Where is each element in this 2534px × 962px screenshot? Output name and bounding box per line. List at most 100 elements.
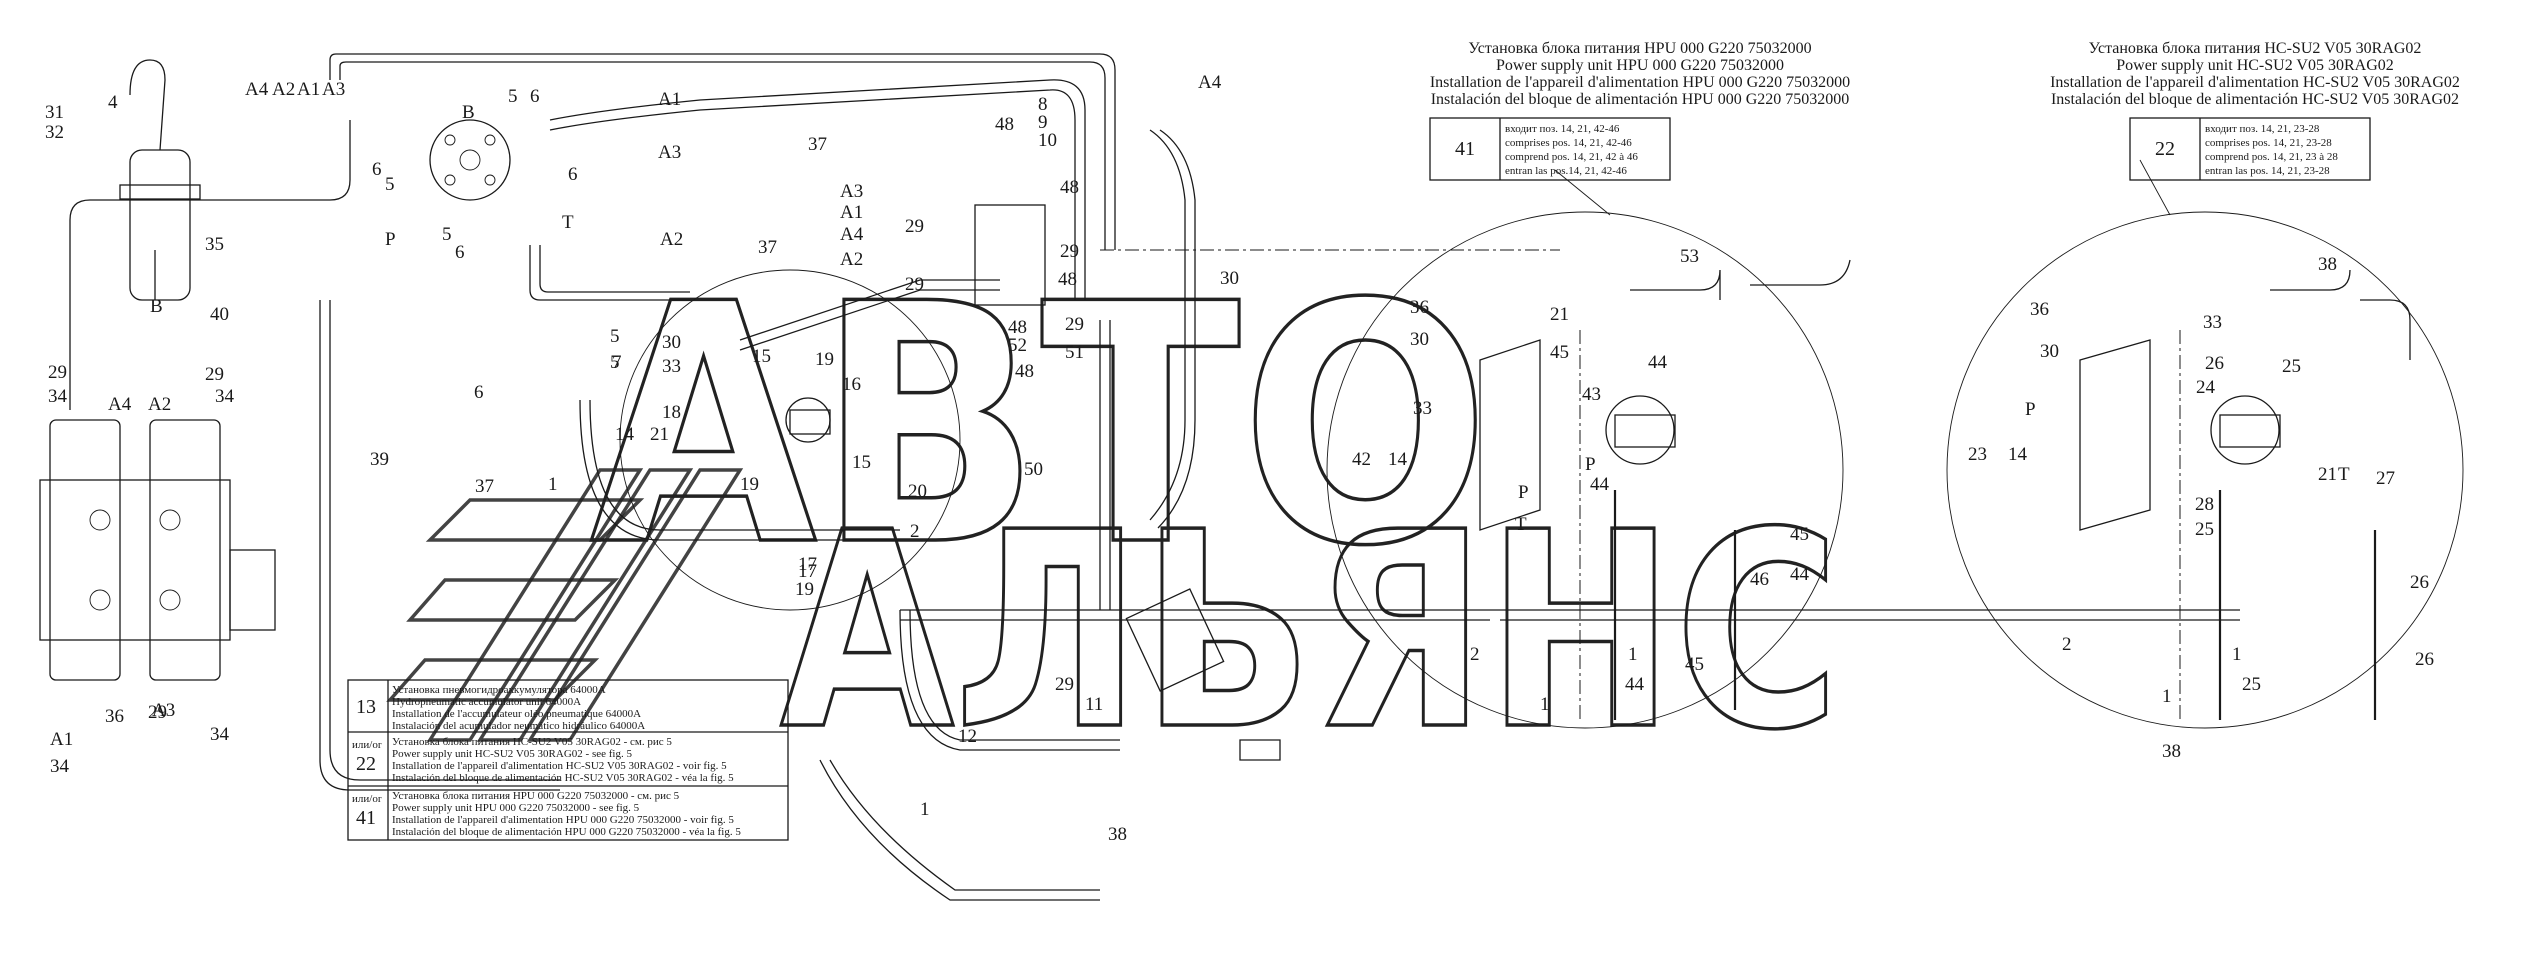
legend-41-line-1: Установка блока питания HPU 000 G220 750… xyxy=(392,790,680,802)
callout-label: 52 xyxy=(1008,335,1027,356)
callout-label: T xyxy=(562,212,574,233)
callout-label: 51 xyxy=(1065,342,1084,363)
callout-label: A2 xyxy=(148,394,171,415)
hcsu2-power-unit xyxy=(2079,339,2377,720)
box-22-line-3: comprend pos. 14, 21, 23 à 28 xyxy=(2205,151,2338,163)
callout-label: 33 xyxy=(2203,312,2222,333)
callout-label: 31 xyxy=(45,102,64,123)
box-41-line-2: comprises pos. 14, 21, 42-46 xyxy=(1505,137,1632,149)
callout-label: 18 xyxy=(662,402,681,423)
callout-label: 29 xyxy=(905,216,924,237)
watermark: АВТО АЛЬЯНС xyxy=(386,232,1842,791)
detail-views xyxy=(619,159,2464,729)
callout-label: 25 xyxy=(2242,674,2261,695)
callout-label: A2 xyxy=(272,79,295,100)
callout-label: P xyxy=(1585,454,1596,475)
legend-table: 13 Установка пневмогидроаккумулятора 640… xyxy=(347,679,789,841)
header-hpu-line-1: Установка блока питания HPU 000 G220 750… xyxy=(1468,40,1811,57)
callout-label: 1 xyxy=(2162,686,2172,707)
callout-label: A4 xyxy=(1198,72,1222,93)
legend-13-line-3: Installation de l'accumulateur oléo pneu… xyxy=(392,708,641,720)
callout-label: T xyxy=(2338,464,2350,485)
header-hpu-line-3: Installation de l'appareil d'alimentatio… xyxy=(1430,74,1850,91)
callout-label: 26 xyxy=(2415,649,2434,670)
callout-label: 36 xyxy=(2030,299,2049,320)
callout-label: A1 xyxy=(658,89,681,110)
callout-label: 2 xyxy=(1470,644,1480,665)
callout-label: 46 xyxy=(1750,569,1769,590)
box-41-number: 41 xyxy=(1455,138,1475,160)
callout-label: 14 xyxy=(615,424,635,445)
callout-label: 1 xyxy=(1628,644,1638,665)
legend-22-prefix: или/or xyxy=(352,739,382,751)
callout-label: 29 xyxy=(905,274,924,295)
legend-22-line-2: Power supply unit HC-SU2 V05 30RAG02 - s… xyxy=(392,748,632,760)
callout-label: 14 xyxy=(1388,449,1408,470)
callout-label: 44 xyxy=(1648,352,1668,373)
callout-label: 29 xyxy=(48,362,67,383)
callout-label: 32 xyxy=(45,122,64,143)
legend-22-number: 22 xyxy=(356,753,376,775)
callout-label: 50 xyxy=(1024,459,1043,480)
header-hcsu2-line-4: Instalación del bloque de alimentación H… xyxy=(2051,91,2459,108)
callout-label: 25 xyxy=(2195,519,2214,540)
callout-label: A2 xyxy=(840,249,863,270)
header-hcsu2-line-1: Установка блока питания HC-SU2 V05 30RAG… xyxy=(2089,40,2422,57)
callout-label: 28 xyxy=(2195,494,2214,515)
callout-label: 42 xyxy=(1352,449,1371,470)
callout-label: 44 xyxy=(1790,564,1810,585)
callout-label: A3 xyxy=(322,79,345,100)
callout-label: 24 xyxy=(2196,377,2216,398)
callout-label: A3 xyxy=(840,181,863,202)
callout-label: 29 xyxy=(1065,314,1084,335)
callout-label: 5 xyxy=(385,174,395,195)
callout-label: 53 xyxy=(1680,246,1699,267)
box-22: 22 входит поз. 14, 21, 23-28 comprises p… xyxy=(2129,117,2371,181)
callout-label: 48 xyxy=(995,114,1014,135)
callout-label: 37 xyxy=(808,134,827,155)
callout-label: 1 xyxy=(548,474,558,495)
box-22-line-1: входит поз. 14, 21, 23-28 xyxy=(2205,123,2320,135)
callout-label: 23 xyxy=(1968,444,1987,465)
callout-label: 9 xyxy=(1038,112,1048,133)
callout-label: 11 xyxy=(1085,694,1103,715)
callout-label: B xyxy=(150,296,163,317)
callout-label: 43 xyxy=(1582,384,1601,405)
callout-label: 2 xyxy=(910,521,920,542)
legend-13-line-1: Установка пневмогидроаккумулятора 64000A xyxy=(392,684,606,696)
callout-label: 48 xyxy=(1058,269,1077,290)
box-41-line-3: comprend pos. 14, 21, 42 à 46 xyxy=(1505,151,1638,163)
callout-label: 35 xyxy=(205,234,224,255)
callout-label: 29 xyxy=(148,702,167,723)
header-hcsu2-line-2: Power supply unit HC-SU2 V05 30RAG02 xyxy=(2116,57,2394,74)
callout-label: 7 xyxy=(612,352,622,373)
callout-label: 5 xyxy=(442,224,452,245)
callout-label: 29 xyxy=(1060,241,1079,262)
control-valves xyxy=(39,419,276,681)
callout-label: A4 xyxy=(840,224,864,245)
callout-label: P xyxy=(1518,482,1529,503)
callout-label: 45 xyxy=(1685,654,1704,675)
callout-label: 5 xyxy=(610,326,620,347)
callout-label: T xyxy=(1515,514,1527,535)
hpu-power-unit xyxy=(1479,339,1737,720)
box-22-line-2: comprises pos. 14, 21, 23-28 xyxy=(2205,137,2332,149)
callout-label: 29 xyxy=(1055,674,1074,695)
callout-label: 30 xyxy=(1410,329,1429,350)
callout-label: A1 xyxy=(297,79,320,100)
callout-label: 38 xyxy=(2162,741,2181,762)
callout-label: A4 xyxy=(245,79,269,100)
callout-label: 6 xyxy=(568,164,578,185)
joystick xyxy=(119,59,201,301)
center-lines xyxy=(1100,249,2181,720)
legend-22-line-1: Установка блока питания HC-SU2 V05 30RAG… xyxy=(392,736,672,748)
callout-label: P xyxy=(385,229,396,250)
callout-label: 6 xyxy=(474,382,484,403)
callout-label: 30 xyxy=(2040,341,2059,362)
callout-label: 17 xyxy=(798,554,817,575)
callout-label: A4 xyxy=(108,394,132,415)
callout-label: 33 xyxy=(662,356,681,377)
hose-routes xyxy=(69,53,2411,901)
callout-label: A1 xyxy=(50,729,73,750)
callout-label: 29 xyxy=(205,364,224,385)
